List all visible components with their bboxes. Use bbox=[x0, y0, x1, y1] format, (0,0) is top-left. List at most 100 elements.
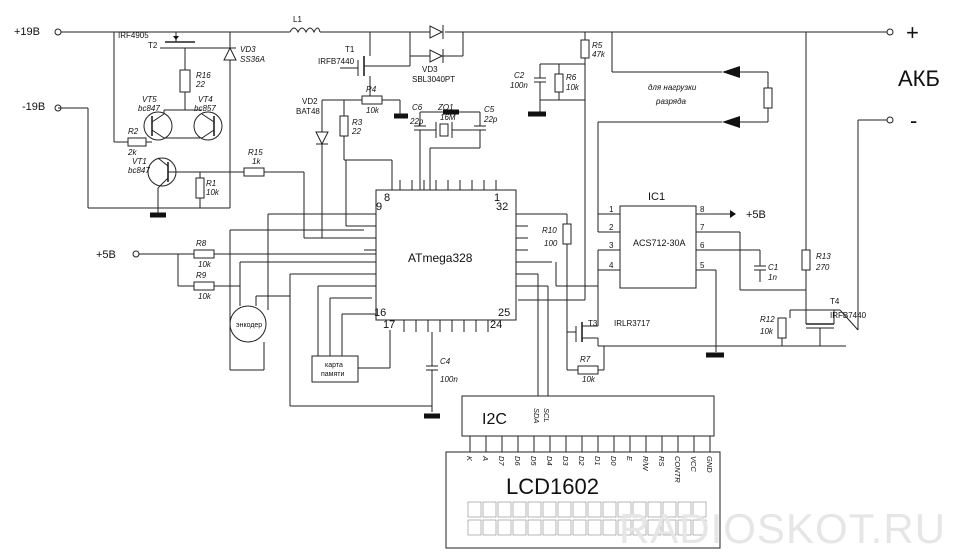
ic1-pin-6: 6 bbox=[700, 241, 705, 250]
R7-val: 10k bbox=[582, 375, 596, 384]
ic1-pin-7: 7 bbox=[700, 223, 705, 232]
crystal-ZQ1: ZQ1 16M bbox=[420, 103, 480, 138]
lcd-cell bbox=[497, 501, 512, 518]
R15-label: R15 bbox=[248, 148, 263, 157]
resistor-R7: R7 10k bbox=[566, 332, 605, 384]
R16-val: 22 bbox=[195, 80, 205, 89]
mcu-pin-24: 24 bbox=[490, 319, 502, 331]
C2-val: 100n bbox=[510, 81, 528, 90]
capacitor-C2: C2 100n bbox=[510, 64, 546, 112]
C2-label: C2 bbox=[514, 71, 525, 80]
R12-label: R12 bbox=[760, 315, 775, 324]
L1-label: L1 bbox=[293, 15, 302, 24]
C5-label: C5 bbox=[484, 105, 495, 114]
lcd-cell bbox=[602, 501, 617, 518]
resistor-R15: R15 1k bbox=[200, 148, 376, 239]
lcd-pin-rs: RS bbox=[657, 456, 666, 466]
VD3b-part: SBL3040PT bbox=[412, 75, 455, 84]
resistor-R9: R9 10k bbox=[193, 271, 240, 301]
R16-label: R16 bbox=[196, 71, 211, 80]
ic1-pin-2: 2 bbox=[609, 223, 614, 232]
mcu-pin-16: 16 bbox=[374, 307, 386, 319]
T1-part: IRFB7440 bbox=[318, 57, 355, 66]
lcd-cell bbox=[512, 501, 527, 518]
VT4-part: bc857 bbox=[194, 104, 216, 113]
scl-label: SCL bbox=[542, 408, 551, 423]
diode-VD3-sbl3040pt: VD3 SBL3040PT bbox=[409, 25, 464, 84]
R9-label: R9 bbox=[196, 271, 207, 280]
mcu-pin-9: 9 bbox=[376, 201, 382, 213]
R10-val: 100 bbox=[544, 239, 558, 248]
encoder: энкодер bbox=[229, 230, 290, 371]
lcd-cell bbox=[542, 519, 557, 536]
supply-minus19-label: -19В bbox=[22, 101, 45, 113]
C6-val: 22p bbox=[409, 117, 424, 126]
lcd-pin-labels: K A D7 D6 D5 D4 D3 D2 D1 D0 E R/W RS CON… bbox=[465, 455, 714, 483]
resistor-R5: R5 47k bbox=[580, 32, 606, 64]
current-sensor-acs712: IC1 ACS712-30A 1 2 3 4 8 7 6 5 bbox=[598, 191, 760, 289]
resistor-R4: R4 10k bbox=[361, 85, 400, 115]
T2-part: IRF4905 bbox=[118, 31, 149, 40]
R8-label: R8 bbox=[196, 239, 207, 248]
R10-label: R10 bbox=[542, 226, 557, 235]
load-label-2: разряда bbox=[655, 97, 686, 106]
ic1-pin-3: 3 bbox=[609, 241, 614, 250]
lcd-cell bbox=[572, 501, 587, 518]
lcd-pin-vcc: VCC bbox=[689, 456, 698, 472]
lcd-pin-d4: D4 bbox=[545, 456, 554, 466]
lcd-pin-d1: D1 bbox=[593, 456, 602, 466]
lcd-cell bbox=[572, 519, 587, 536]
lcd-character-grid bbox=[467, 501, 707, 536]
mcu-pin-32: 32 bbox=[496, 201, 508, 213]
R8-val: 10k bbox=[198, 260, 212, 269]
memory-card: карта памяти bbox=[311, 285, 391, 383]
lcd-pin-contr: CONTR bbox=[673, 456, 682, 483]
R2-label: R2 bbox=[128, 127, 139, 136]
T3-label: T3 bbox=[588, 319, 598, 328]
ic1-pin-1: 1 bbox=[609, 205, 614, 214]
lcd-cell bbox=[632, 519, 647, 536]
lcd-pin-d0: D0 bbox=[609, 456, 618, 466]
capacitor-C5: C5 22p bbox=[429, 105, 498, 190]
R9-val: 10k bbox=[198, 292, 212, 301]
lcd-cell bbox=[632, 501, 647, 518]
lcd-cell bbox=[662, 501, 677, 518]
R6-label: R6 bbox=[566, 73, 577, 82]
battery-label: АКБ bbox=[898, 66, 940, 91]
ic1-part: ACS712-30A bbox=[633, 238, 686, 248]
R3-label: R3 bbox=[352, 118, 363, 127]
transistor-T4: T4 IRFB7440 bbox=[790, 297, 867, 346]
battery-plus-label: + bbox=[906, 20, 919, 45]
ic1-pin-4: 4 bbox=[609, 261, 614, 270]
VT5-label: VT5 bbox=[142, 95, 157, 104]
VT5-part: bc847 bbox=[138, 104, 160, 113]
sda-label: SDA bbox=[532, 408, 541, 423]
R4-label: R4 bbox=[366, 85, 377, 94]
ic1-pin-8: 8 bbox=[700, 205, 705, 214]
lcd-cell bbox=[617, 501, 632, 518]
mcu-pin-8: 8 bbox=[384, 192, 390, 204]
R13-val: 270 bbox=[815, 263, 830, 272]
R1-label: R1 bbox=[206, 179, 216, 188]
R6-val: 10k bbox=[566, 83, 580, 92]
lcd-cell bbox=[482, 519, 497, 536]
lcd-cell bbox=[617, 519, 632, 536]
lcd-model-label: LCD1602 bbox=[506, 474, 599, 499]
lcd-pin-d6: D6 bbox=[513, 456, 522, 466]
C6-label: C6 bbox=[412, 103, 423, 112]
i2c-adapter: I2C SDA SCL bbox=[461, 395, 715, 437]
lcd-pin-gnd: GND bbox=[705, 456, 714, 473]
encoder-label: энкодер bbox=[236, 322, 262, 329]
VT1-label: VT1 bbox=[132, 157, 147, 166]
C4-val: 100n bbox=[440, 375, 458, 384]
transistor-T1: T1 IRFB7440 bbox=[318, 32, 390, 100]
resistor-R16: R16 22 bbox=[179, 69, 211, 110]
supply-plus19-label: +19В bbox=[14, 26, 40, 38]
R4-val: 10k bbox=[366, 106, 380, 115]
C4-label: C4 bbox=[440, 357, 451, 366]
resistor-R2: R2 2k bbox=[127, 127, 152, 157]
R2-val: 2k bbox=[127, 148, 137, 157]
VD3a-part: SS36A bbox=[240, 55, 265, 64]
VT4-label: VT4 bbox=[198, 95, 213, 104]
power-rail-top bbox=[54, 28, 894, 36]
